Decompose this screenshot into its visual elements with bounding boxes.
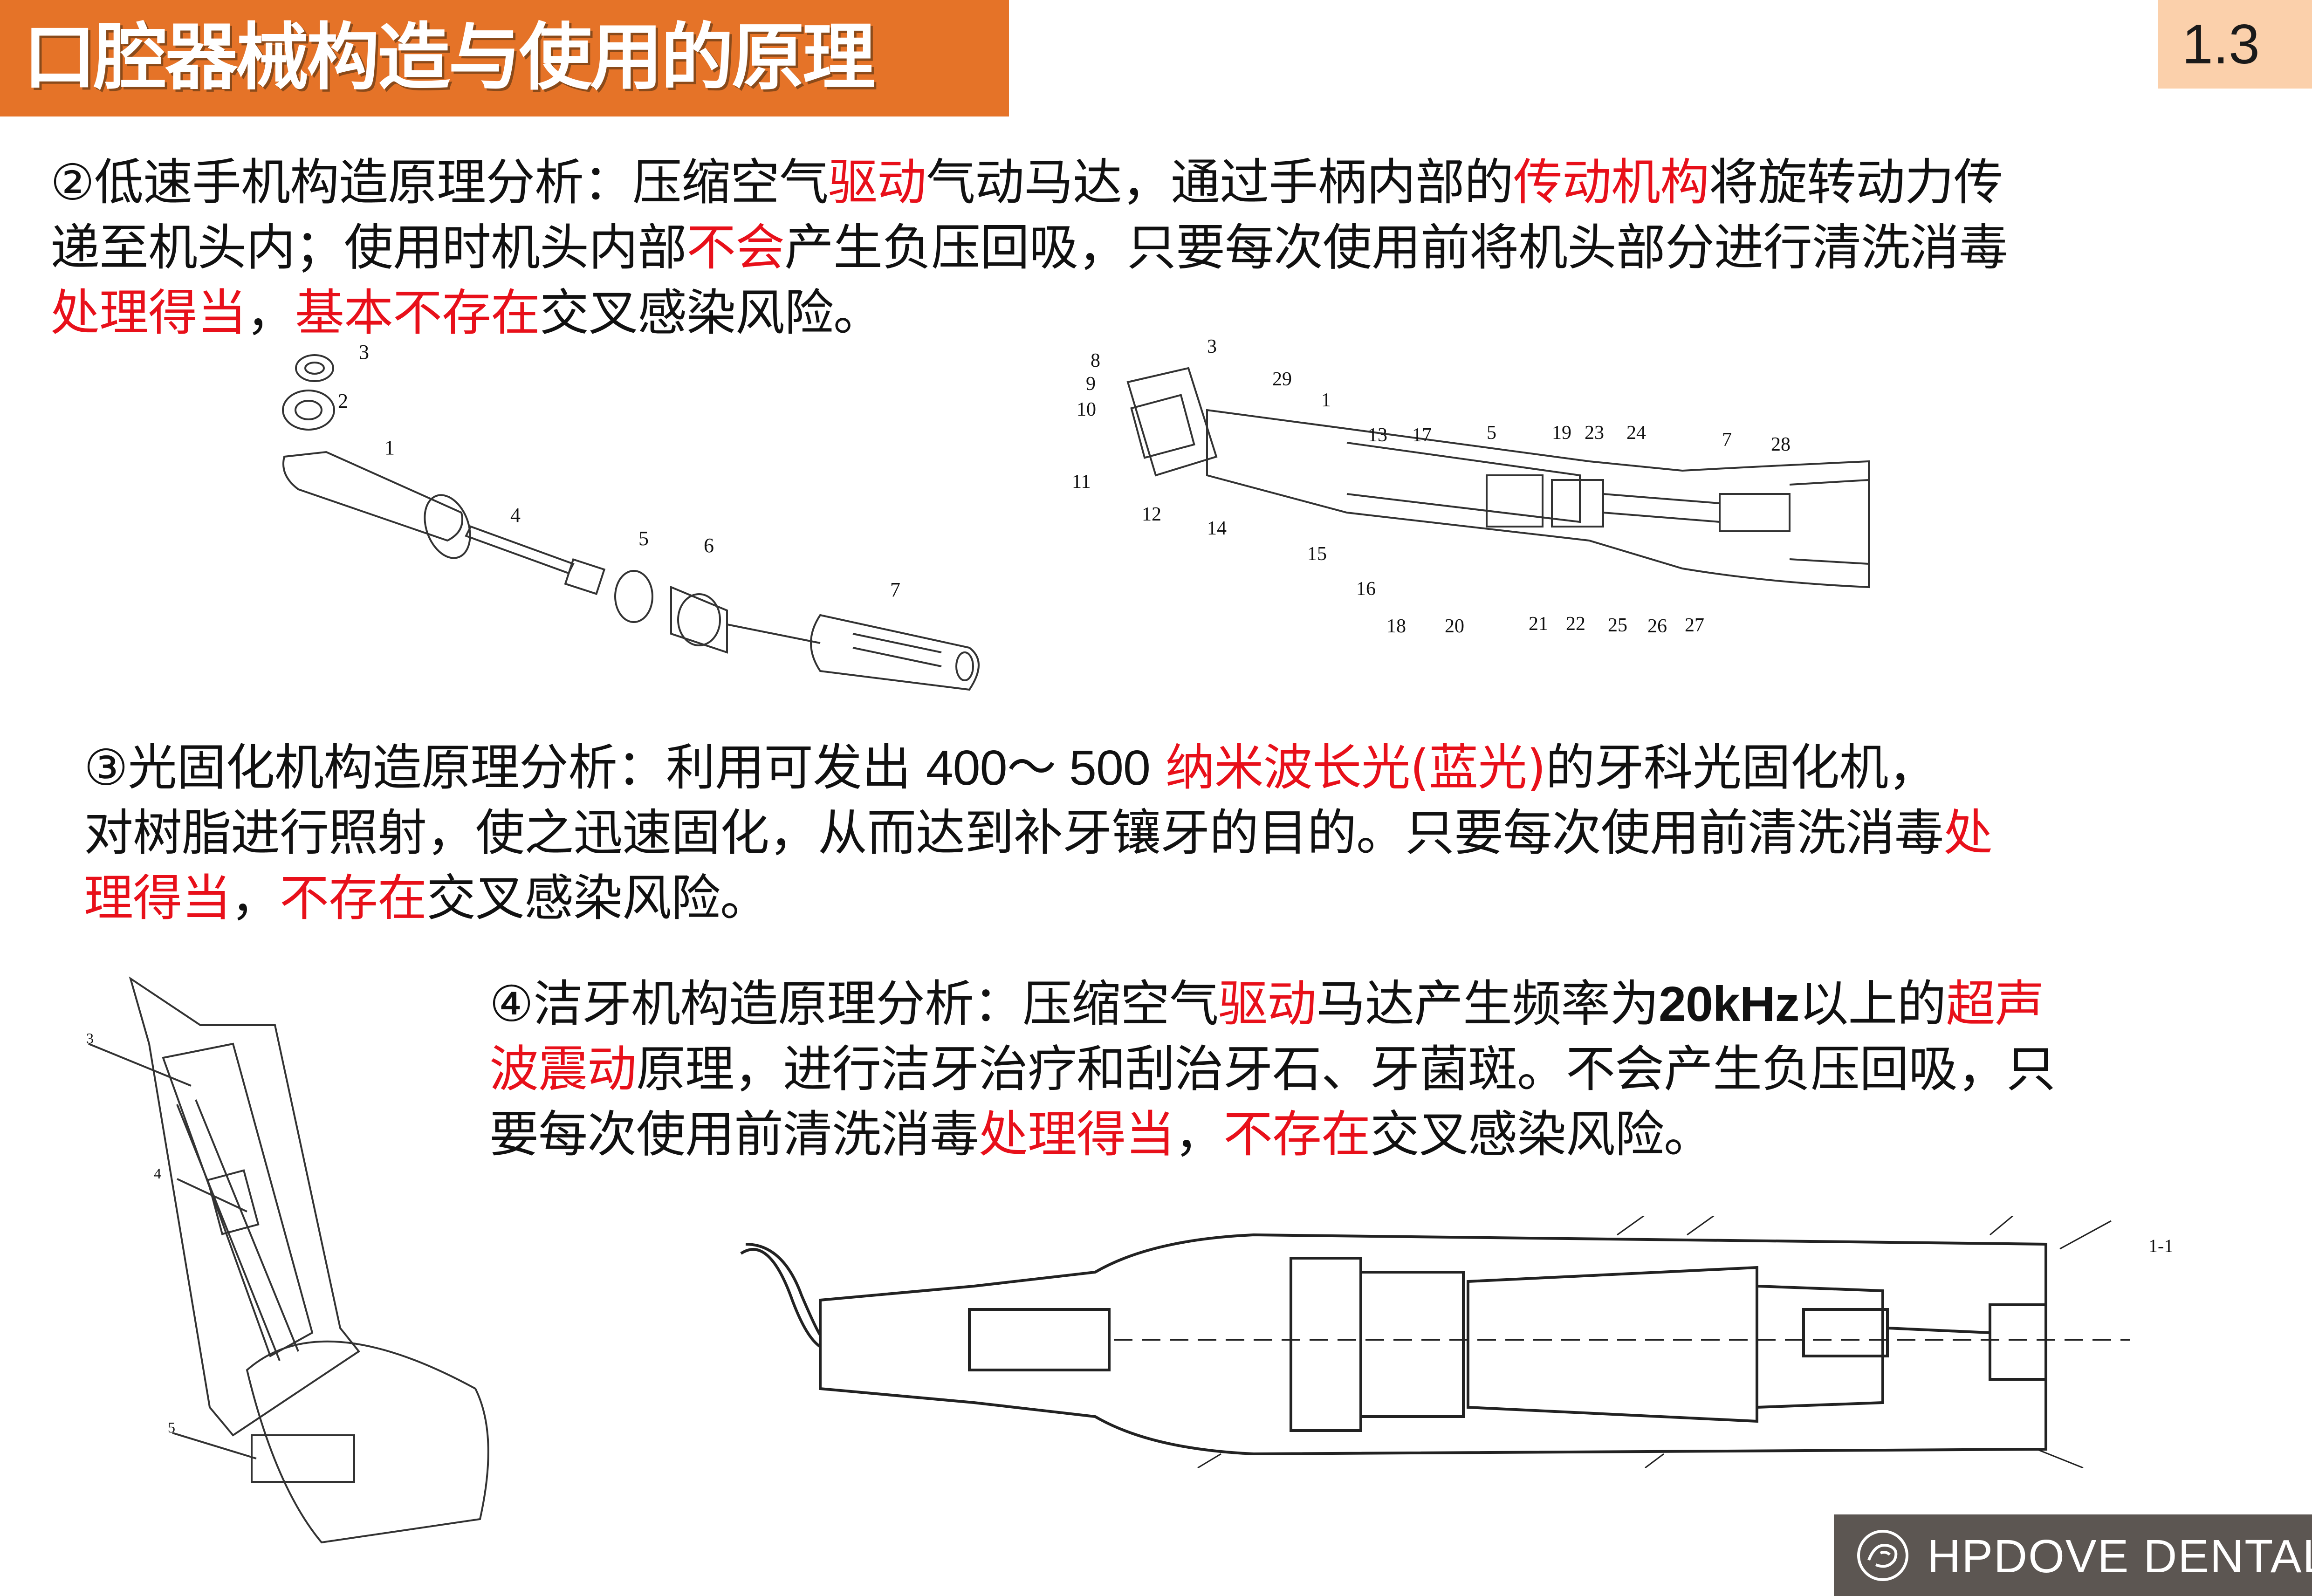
- sectional-handpiece-diagram: 8 9 10 11 3 29 1 13 17 5 19 23 24 7 28 1…: [1067, 336, 1883, 652]
- paragraph-line: 处理得当，基本不存在交叉感染风险。: [50, 284, 883, 342]
- callout-17: 17: [1412, 425, 1432, 446]
- callout-1b: 1: [1321, 390, 1331, 411]
- callout-1: 1: [384, 436, 395, 459]
- callout-6: 6: [704, 534, 714, 557]
- callout-3b: 3: [1207, 336, 1217, 357]
- callout-12: 12: [1142, 504, 1161, 525]
- curing-light-diagram: 3 4 5: [79, 969, 508, 1552]
- section-low-speed-handpiece: ②低速手机构造原理分析：压缩空气驱动气动马达，通过手柄内部的传动机构将旋转动力传…: [50, 150, 2008, 346]
- callout-4c: 4: [154, 1165, 161, 1182]
- exploded-handpiece-diagram: 3 2 1 4 5 6 7: [270, 336, 1007, 718]
- page-number-badge: 1.3: [2158, 0, 2312, 89]
- callout-5b: 5: [1487, 422, 1496, 444]
- callout-25: 25: [1608, 615, 1627, 636]
- callout-1-1: 1-1: [2148, 1235, 2174, 1256]
- callout-26: 26: [1647, 616, 1667, 637]
- paragraph-line: ②低速手机构造原理分析：压缩空气驱动气动马达，通过手柄内部的传动机构将旋转动力传: [50, 154, 2003, 211]
- callout-16: 16: [1356, 578, 1376, 600]
- callout-2: 2: [338, 390, 348, 412]
- page-number: 1.3: [2182, 13, 2260, 75]
- paragraph-line: ④洁牙机构造原理分析：压缩空气驱动马达产生频率为20kHz以上的超声: [489, 975, 2044, 1033]
- callout-3: 3: [359, 341, 369, 363]
- section-scaler: ④洁牙机构造原理分析：压缩空气驱动马达产生频率为20kHz以上的超声 波震动原理…: [489, 972, 2056, 1167]
- brand-name: HPDOVE DENTAL: [1927, 1530, 2312, 1582]
- callout-11: 11: [1072, 471, 1091, 493]
- callout-10: 10: [1077, 399, 1096, 420]
- paragraph-line: 理得当，不存在交叉感染风险。: [84, 870, 769, 927]
- page-title: 口腔器械构造与使用的原理: [23, 15, 875, 100]
- paragraph-line: 递至机头内；使用时机头内部不会产生负压回吸，只要每次使用前将机头部分进行清洗消毒: [50, 219, 2008, 276]
- brand-logo: HPDOVE DENTAL: [1834, 1514, 2312, 1596]
- paragraph-line: 对树脂进行照射，使之迅速固化，从而达到补牙镶牙的目的。只要每次使用前清洗消毒处: [84, 804, 1993, 862]
- callout-20: 20: [1445, 616, 1464, 637]
- callout-8: 8: [1091, 350, 1100, 371]
- callout-27: 27: [1685, 615, 1704, 636]
- callout-5c: 5: [168, 1419, 175, 1436]
- callout-28: 28: [1771, 434, 1791, 455]
- callout-23: 23: [1585, 422, 1604, 444]
- callout-7b: 7: [1722, 429, 1732, 451]
- callout-3c: 3: [86, 1030, 94, 1047]
- callout-7: 7: [890, 578, 900, 601]
- callout-29: 29: [1272, 369, 1292, 390]
- callout-24: 24: [1626, 422, 1646, 444]
- title-bar: 口腔器械构造与使用的原理: [0, 0, 1009, 116]
- section-curing-light: ③光固化机构造原理分析：利用可发出 400～ 500 纳米波长光(蓝光)的牙科光…: [84, 735, 1993, 931]
- paragraph-line: ③光固化机构造原理分析：利用可发出 400～ 500 纳米波长光(蓝光)的牙科光…: [84, 739, 1937, 796]
- callout-9: 9: [1086, 373, 1096, 395]
- dove-logo-icon: [1857, 1530, 1908, 1581]
- paragraph-line: 要每次使用前清洗消毒处理得当，不存在交叉感染风险。: [489, 1106, 1713, 1163]
- callout-19: 19: [1552, 422, 1571, 444]
- callout-5: 5: [638, 527, 649, 550]
- paragraph-line: 波震动原理，进行洁牙治疗和刮治牙石、牙菌斑。不会产生负压回吸，只: [489, 1041, 2056, 1098]
- callout-15: 15: [1307, 543, 1327, 565]
- callout-14: 14: [1207, 518, 1227, 539]
- callout-22: 22: [1566, 613, 1585, 635]
- ultrasonic-scaler-diagram: 1-1: [732, 1216, 2204, 1468]
- callout-13: 13: [1368, 425, 1387, 446]
- callout-21: 21: [1529, 613, 1548, 635]
- callout-4: 4: [510, 504, 521, 527]
- callout-18: 18: [1386, 616, 1406, 637]
